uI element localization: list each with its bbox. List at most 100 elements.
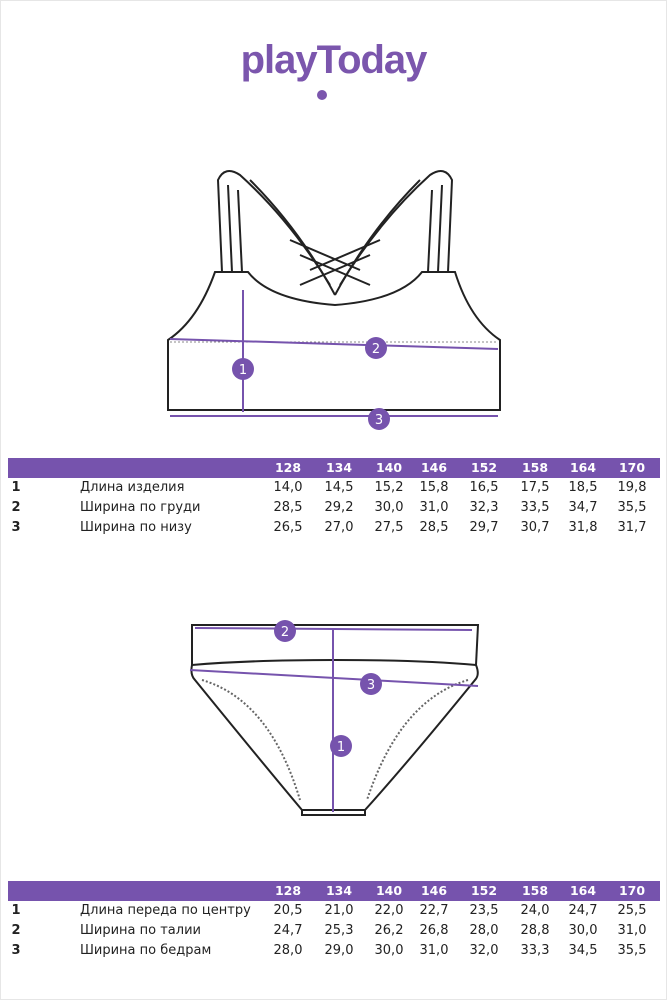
measurement-value: 24,7 [273, 923, 303, 938]
measurement-value: 28,5 [419, 520, 449, 535]
measurement-value: 19,8 [617, 480, 647, 495]
measurement-value: 31,0 [419, 943, 449, 958]
svg-text:1: 1 [239, 363, 247, 378]
top-marker-1: 1 [232, 358, 254, 380]
measurement-value: 30,7 [520, 520, 550, 535]
bottom-marker-2: 2 [274, 620, 296, 642]
measurement-value: 14,0 [273, 480, 303, 495]
measurement-value: 32,3 [469, 500, 499, 515]
size-header: 170 [618, 883, 646, 898]
size-header: 146 [420, 883, 448, 898]
measurement-value: 31,0 [419, 500, 449, 515]
size-header: 128 [274, 883, 302, 898]
row-number: 2 [11, 923, 21, 938]
measurement-value: 33,5 [520, 500, 550, 515]
measurement-label: Ширина по талии [80, 923, 201, 938]
size-header: 170 [618, 460, 646, 475]
measurement-value: 28,5 [273, 500, 303, 515]
measurement-value: 34,5 [568, 943, 598, 958]
svg-text:1: 1 [337, 740, 345, 755]
size-header: 146 [420, 460, 448, 475]
svg-text:3: 3 [375, 413, 383, 428]
measurement-value: 24,7 [568, 903, 598, 918]
top-marker-2: 2 [365, 337, 387, 359]
row-number: 1 [11, 480, 21, 495]
measurement-value: 18,5 [568, 480, 598, 495]
measurement-value: 34,7 [568, 500, 598, 515]
measurement-value: 28,0 [273, 943, 303, 958]
measurement-label: Ширина по низу [80, 520, 192, 535]
measurement-value: 30,0 [374, 500, 404, 515]
svg-text:2: 2 [372, 342, 380, 357]
measurement-value: 35,5 [617, 500, 647, 515]
measurement-value: 28,8 [520, 923, 550, 938]
size-header: 152 [470, 460, 498, 475]
measurement-value: 20,5 [273, 903, 303, 918]
measurement-value: 16,5 [469, 480, 499, 495]
measurement-value: 29,2 [324, 500, 354, 515]
measurement-value: 29,0 [324, 943, 354, 958]
table-row: 1 Длина переда по центру 20,5 21,0 22,0 22,7 2… [8, 901, 660, 921]
size-header: 134 [325, 883, 353, 898]
table-row: 1 Длина изделия 14,0 14,5 15,2 15,8 16,5 17,5 18… [8, 478, 660, 498]
bottom-marker-3: 3 [360, 673, 382, 695]
measurement-value: 26,8 [419, 923, 449, 938]
table-row: 2 Ширина по груди 28,5 29,2 30,0 31,0 32,3 33,5… [8, 498, 660, 518]
measurement-value: 27,0 [324, 520, 354, 535]
measurement-label: Ширина по бедрам [80, 943, 212, 958]
row-number: 3 [11, 943, 21, 958]
measurement-value: 22,7 [419, 903, 449, 918]
size-header: 134 [325, 460, 353, 475]
bottom-marker-1: 1 [330, 735, 352, 757]
top-size-table: 128 134 140 146 152 158 164 170 1 Длина и… [8, 458, 660, 538]
measurement-value: 30,0 [568, 923, 598, 938]
measurement-value: 32,0 [469, 943, 499, 958]
measurement-value: 15,2 [374, 480, 404, 495]
top-table-header: 128 134 140 146 152 158 164 170 [8, 458, 660, 478]
size-header: 158 [521, 460, 549, 475]
row-number: 1 [11, 903, 21, 918]
measurement-value: 14,5 [324, 480, 354, 495]
bottom-table-header: 128 134 140 146 152 158 164 170 [8, 881, 660, 901]
measurement-label: Длина переда по центру [80, 903, 251, 918]
size-header: 152 [470, 883, 498, 898]
size-header: 140 [375, 460, 403, 475]
svg-text:2: 2 [281, 625, 289, 640]
brand-logo: playToday [240, 38, 428, 82]
table-row: 2 Ширина по талии 24,7 25,3 26,2 26,8 28,0 28,8… [8, 921, 660, 941]
bottom-size-table: 128 134 140 146 152 158 164 170 1 Длина п… [8, 881, 660, 961]
measurement-value: 31,7 [617, 520, 647, 535]
measurement-value: 35,5 [617, 943, 647, 958]
measurement-value: 23,5 [469, 903, 499, 918]
measurement-value: 24,0 [520, 903, 550, 918]
measurement-value: 25,3 [324, 923, 354, 938]
measurement-value: 31,0 [617, 923, 647, 938]
top-garment-drawing: 1 2 3 [167, 170, 501, 430]
row-number: 2 [11, 500, 21, 515]
bottom-garment-drawing: 2 3 1 [189, 620, 480, 816]
measurement-value: 33,3 [520, 943, 550, 958]
measurement-value: 26,2 [374, 923, 404, 938]
measurement-value: 25,5 [617, 903, 647, 918]
measurement-value: 17,5 [520, 480, 550, 495]
size-header: 140 [375, 883, 403, 898]
logo-dot [317, 90, 327, 100]
measurement-value: 27,5 [374, 520, 404, 535]
measurement-value: 15,8 [419, 480, 449, 495]
size-header: 164 [569, 460, 597, 475]
size-header: 158 [521, 883, 549, 898]
measurement-value: 28,0 [469, 923, 499, 938]
measurement-value: 21,0 [324, 903, 354, 918]
measurement-value: 30,0 [374, 943, 404, 958]
measurement-label: Ширина по груди [80, 500, 201, 515]
top-marker-3: 3 [368, 408, 390, 430]
svg-text:3: 3 [367, 678, 375, 693]
measurement-value: 26,5 [273, 520, 303, 535]
measurement-value: 22,0 [374, 903, 404, 918]
measurement-value: 31,8 [568, 520, 598, 535]
table-row: 3 Ширина по бедрам 28,0 29,0 30,0 31,0 32,0 33,… [8, 941, 660, 961]
measurement-label: Длина изделия [80, 480, 185, 495]
measurement-value: 29,7 [469, 520, 499, 535]
size-header: 164 [569, 883, 597, 898]
